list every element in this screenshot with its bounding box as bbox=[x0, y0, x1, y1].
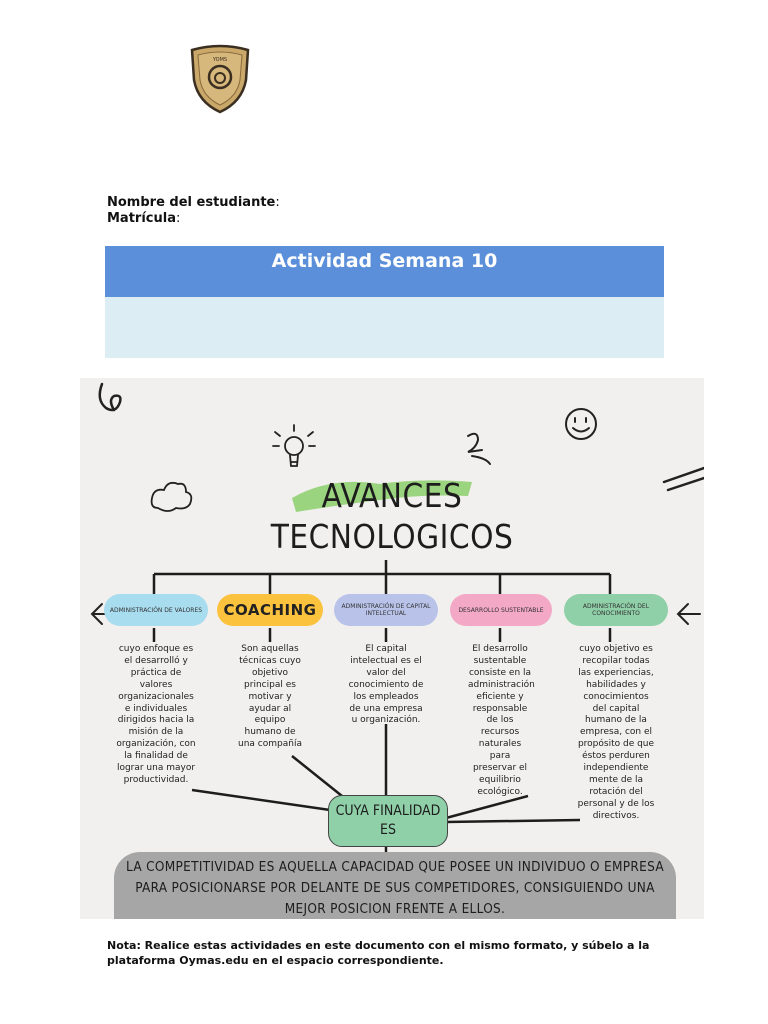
activity-subtitle-area bbox=[105, 297, 664, 358]
category-pill-desarrollo-sustentable: Desarrollo sustentable bbox=[450, 594, 552, 626]
student-name-colon: : bbox=[275, 195, 280, 210]
student-name-label: Nombre del estudiante bbox=[107, 195, 276, 210]
arrow-right-icon bbox=[676, 603, 701, 625]
category-description-capital-intelectual: El capital intelectual es el valor del c… bbox=[348, 644, 424, 726]
category-description-desarrollo-sustentable: El desarrollo sustentable consiste en la… bbox=[468, 644, 535, 797]
curl-icon bbox=[467, 432, 491, 465]
category-pill-administracion-conocimiento: Administración del conocimiento bbox=[564, 594, 668, 626]
category-description-valores: cuyo enfoque es el desarrolló y práctica… bbox=[116, 644, 196, 785]
cloud-icon bbox=[150, 481, 193, 512]
shield-crest-icon: YOMS bbox=[188, 44, 252, 114]
category-pill-coaching: COACHING bbox=[217, 594, 323, 626]
smiley-icon bbox=[565, 408, 597, 440]
squiggle-icon bbox=[98, 382, 122, 412]
conclusion-box: LA COMPETITIVIDAD ES AQUELLA CAPACIDAD Q… bbox=[114, 852, 676, 919]
poster-title-line1: AVANCES bbox=[321, 476, 463, 515]
lightbulb-icon bbox=[272, 424, 316, 467]
footer-note: Nota: Realice estas actividades en este … bbox=[107, 939, 650, 967]
slash-lines-icon bbox=[662, 466, 704, 492]
activity-banner: Actividad Semana 10 bbox=[105, 246, 664, 297]
matricula-line: Matrícula: bbox=[107, 211, 180, 226]
category-pill-capital-intelectual: Administración de capital intelectual bbox=[334, 594, 438, 626]
category-pill-administracion-valores: Administración de valores bbox=[104, 594, 208, 626]
concept-map-image: AVANCES TECNOLOGICOS Administración de v… bbox=[80, 378, 704, 919]
matricula-colon: : bbox=[175, 211, 181, 226]
student-name-line: Nombre del estudiante: bbox=[107, 195, 280, 210]
category-description-conocimiento: cuyo objetivo es recopilar todas las exp… bbox=[577, 644, 655, 821]
final-purpose-box: CUYA FINALIDAD ES bbox=[328, 795, 448, 847]
logo-text: YOMS bbox=[212, 57, 227, 63]
category-description-coaching: Son aquellas técnicas cuyo objetivo prin… bbox=[238, 644, 302, 750]
tree-connectors bbox=[152, 560, 612, 854]
poster-title-line2: TECNOLOGICOS bbox=[270, 517, 514, 556]
matricula-label: Matrícula bbox=[107, 211, 176, 226]
activity-title: Actividad Semana 10 bbox=[271, 250, 498, 272]
title-highlight-stroke bbox=[292, 480, 472, 512]
